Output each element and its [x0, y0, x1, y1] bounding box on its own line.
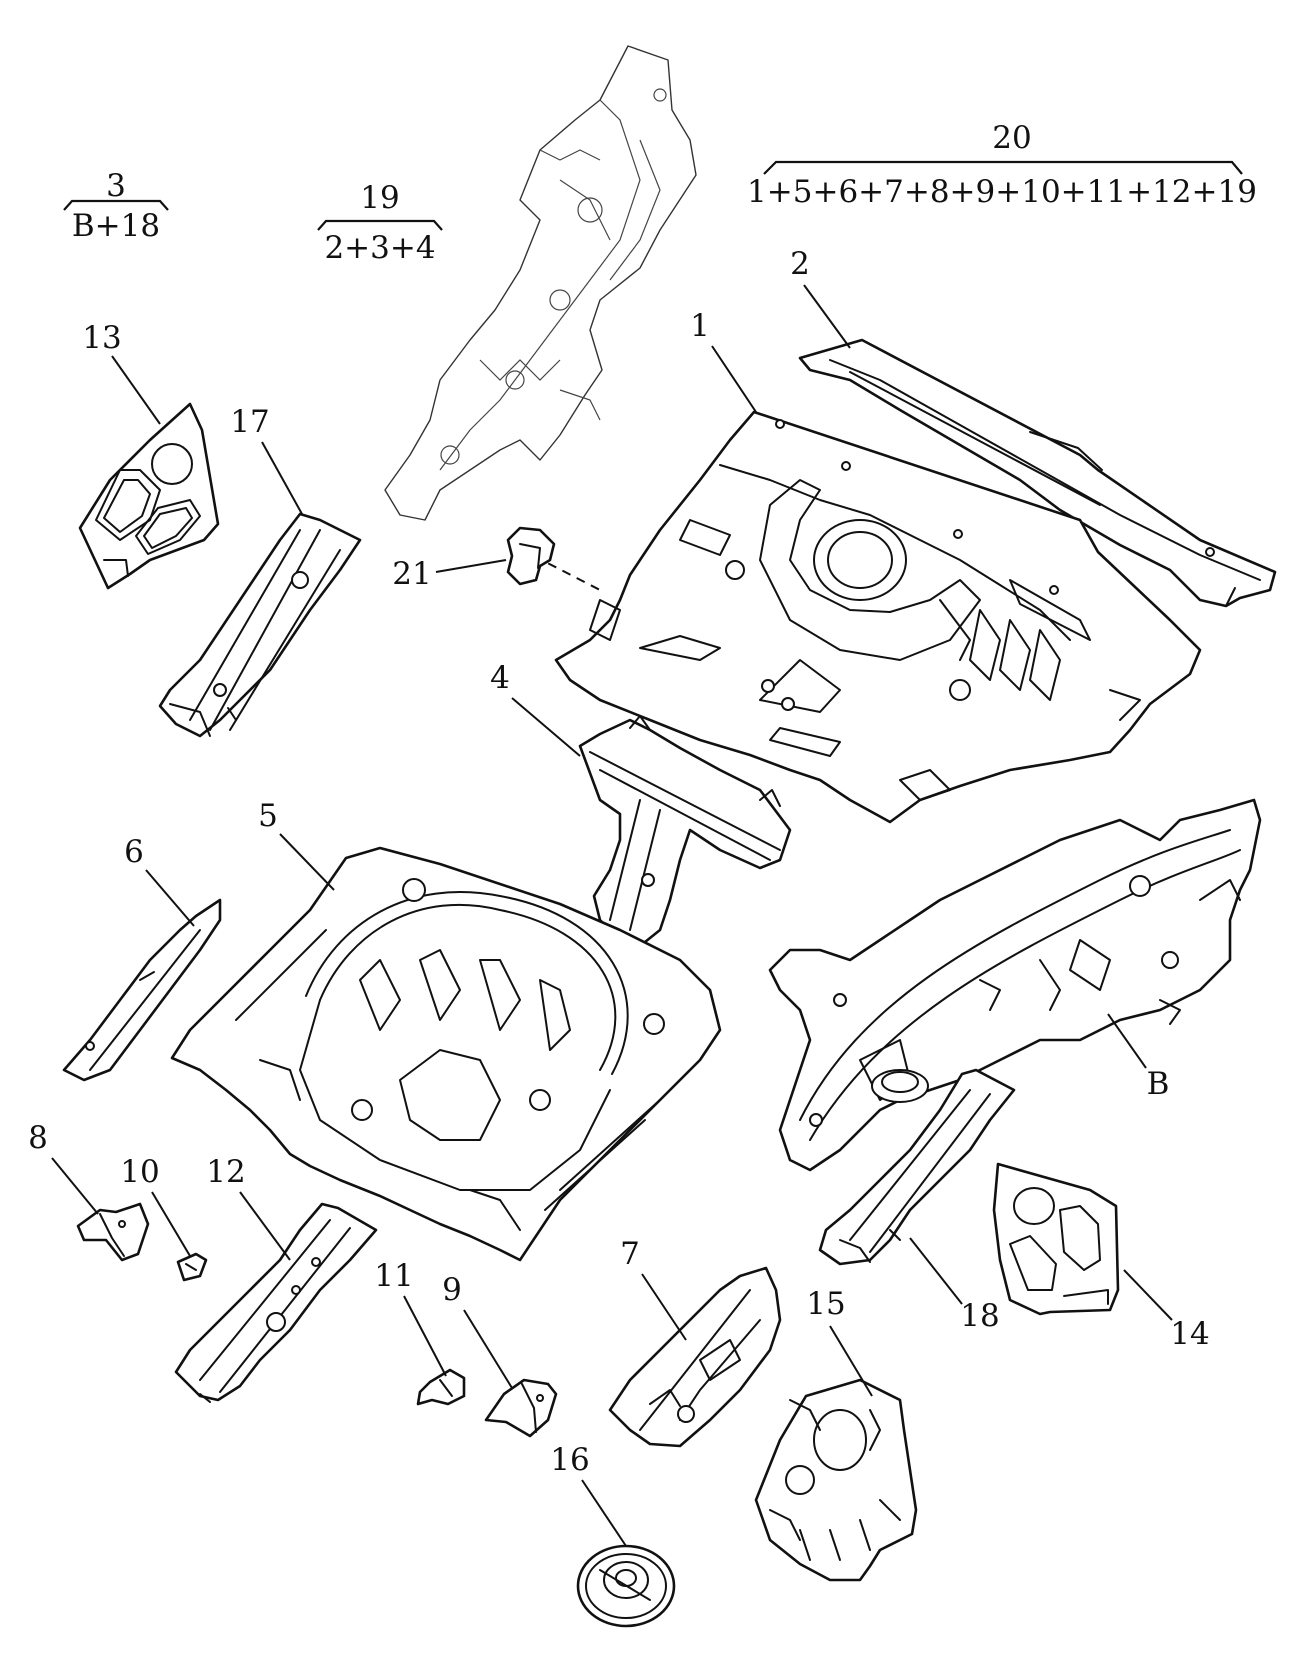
- svg-text:4: 4: [490, 660, 510, 696]
- label-18: 18: [909, 1237, 1000, 1334]
- part-19-rail-assembly: [384, 45, 697, 521]
- label-17: 17: [230, 404, 303, 515]
- part-17-rail: [158, 512, 362, 738]
- svg-text:9: 9: [442, 1272, 462, 1308]
- svg-text:18: 18: [960, 1298, 999, 1334]
- assembly-dashed-line: [533, 555, 601, 591]
- label-9: 9: [442, 1272, 513, 1389]
- label-21: 21: [392, 556, 507, 592]
- svg-text:6: 6: [124, 834, 144, 870]
- part-11-clip: [416, 1368, 466, 1406]
- part-14-plate: [992, 1162, 1120, 1316]
- assembly-3-components: B+18: [72, 208, 160, 244]
- label-8: 8: [28, 1120, 99, 1215]
- part-B-rail-assembly: [768, 798, 1262, 1172]
- svg-text:2: 2: [790, 246, 810, 282]
- part-12-rail: [174, 1202, 378, 1403]
- svg-text:15: 15: [806, 1286, 845, 1322]
- assembly-19-components: 2+3+4: [324, 230, 435, 266]
- part-8-bracket: [76, 1202, 150, 1262]
- assembly-header-3: 3 B+18: [63, 168, 169, 244]
- part-1-rear-floor-panel: [554, 410, 1202, 824]
- svg-text:14: 14: [1170, 1316, 1209, 1352]
- label-2: 2: [790, 246, 851, 349]
- label-1: 1: [690, 308, 757, 413]
- label-16: 16: [550, 1442, 627, 1547]
- label-12: 12: [206, 1154, 291, 1261]
- svg-text:17: 17: [230, 404, 269, 440]
- label-6: 6: [124, 834, 195, 927]
- assembly-3-number: 3: [106, 168, 126, 204]
- part-21-bracket: [506, 526, 556, 586]
- label-10: 10: [120, 1154, 191, 1257]
- svg-text:B: B: [1147, 1066, 1170, 1102]
- label-4: 4: [490, 660, 581, 757]
- svg-text:11: 11: [374, 1258, 413, 1294]
- label-11: 11: [374, 1258, 447, 1377]
- label-14: 14: [1123, 1269, 1210, 1352]
- assembly-header-20: 20 1+5+6+7+8+9+10+11+12+19: [747, 120, 1257, 210]
- svg-text:13: 13: [82, 320, 121, 356]
- label-13: 13: [82, 320, 161, 425]
- part-18-rail: [818, 1068, 1016, 1266]
- label-B: B: [1107, 1013, 1170, 1102]
- part-13-plate: [78, 402, 220, 590]
- part-7-panel: [608, 1266, 782, 1448]
- label-7: 7: [620, 1236, 687, 1341]
- part-9-bracket: [484, 1378, 558, 1438]
- label-15: 15: [806, 1286, 873, 1397]
- svg-text:12: 12: [206, 1154, 245, 1190]
- assembly-header-19: 19 2+3+4: [317, 180, 443, 266]
- svg-text:10: 10: [120, 1154, 159, 1190]
- label-5: 5: [258, 798, 335, 891]
- svg-text:5: 5: [258, 798, 278, 834]
- assembly-20-number: 20: [992, 120, 1031, 156]
- part-16-grommet: [576, 1544, 676, 1628]
- svg-text:16: 16: [550, 1442, 589, 1478]
- assembly-19-number: 19: [360, 180, 399, 216]
- part-5-spare-wheel-floor: [170, 846, 722, 1262]
- svg-text:1: 1: [690, 308, 710, 344]
- assembly-20-components: 1+5+6+7+8+9+10+11+12+19: [747, 174, 1257, 210]
- svg-text:8: 8: [28, 1120, 48, 1156]
- part-15-plate: [754, 1378, 918, 1582]
- part-2-cross-member: [798, 338, 1277, 608]
- svg-text:21: 21: [392, 556, 431, 592]
- part-4-cross-member: [578, 715, 792, 948]
- part-6-bracket: [62, 898, 222, 1082]
- svg-text:7: 7: [620, 1236, 640, 1272]
- part-10-clip: [176, 1252, 208, 1282]
